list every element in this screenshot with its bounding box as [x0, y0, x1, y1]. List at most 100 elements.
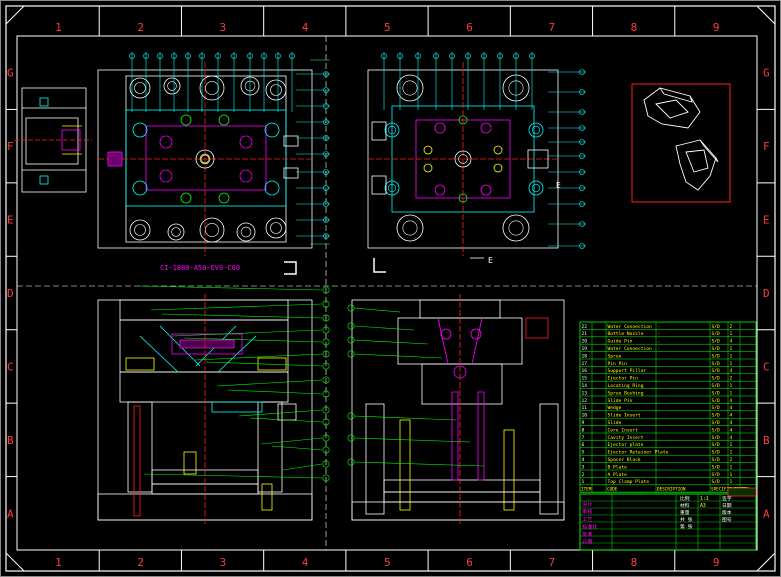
bom-cell: 19	[582, 346, 588, 352]
bom-cell: Wedge	[608, 405, 622, 411]
title-mid-row: 重量	[680, 509, 690, 516]
column-label-8-top: 8	[631, 21, 638, 34]
bom-cell: Locating Ring	[608, 383, 644, 389]
plan1-hole	[159, 135, 173, 149]
bom-cell: 1	[730, 464, 733, 470]
bom-cell: S/D	[712, 435, 721, 441]
bom-cell: S/D	[712, 361, 721, 367]
title-mid-row: 共 张	[680, 516, 693, 523]
plan2-hole	[396, 74, 424, 102]
plan1-hole	[239, 135, 253, 149]
column-label-1-bottom: 1	[55, 556, 62, 569]
plan1-hole	[218, 114, 230, 126]
bom-cell: S/D	[712, 413, 721, 419]
bom-cell: 1	[730, 346, 733, 352]
bom-cell: 4	[730, 427, 733, 433]
row-label-G-right: G	[763, 67, 770, 80]
bom-cell: Top Clamp Plate	[608, 479, 650, 485]
bom-cell: 4	[730, 398, 733, 404]
bom-cell: A Plate	[608, 472, 628, 478]
row-label-D-right: D	[763, 287, 770, 300]
column-label-9-bottom: 9	[713, 556, 720, 569]
plan1-hole	[239, 169, 253, 183]
bom-cell: Core Insert	[608, 427, 639, 433]
frame-corners	[5, 5, 776, 572]
plan1-hole	[199, 75, 225, 101]
bom-cell: Sprue	[608, 353, 622, 359]
column-label-3-bottom: 3	[220, 556, 227, 569]
row-label-B-left: B	[7, 434, 14, 447]
bom-cell: 1	[730, 479, 733, 485]
plan2-hole	[423, 163, 433, 173]
plan1-hole	[236, 222, 256, 242]
column-label-6-bottom: 6	[466, 556, 473, 569]
bom-cell: Sprue Bushing	[608, 390, 644, 396]
plan1-hole	[180, 192, 192, 204]
plan1-hole	[129, 219, 151, 241]
title-scale: 1:1	[700, 496, 709, 502]
bom-cell: 7	[582, 435, 585, 441]
bom-cell: 1	[730, 442, 733, 448]
bom-cell: 1	[730, 353, 733, 359]
plan2-hole	[493, 145, 503, 155]
column-label-2-top: 2	[137, 21, 144, 34]
plan2-hole	[396, 214, 424, 242]
bom-cell: 16	[582, 368, 588, 374]
bom-cell: -	[658, 340, 661, 345]
column-label-9-top: 9	[713, 21, 720, 34]
column-label-5-top: 5	[384, 21, 391, 34]
row-label-F-right: F	[763, 140, 770, 153]
bom-header-cell: ITEM	[581, 487, 592, 493]
row-label-B-right: B	[763, 434, 770, 447]
column-ticks	[98, 6, 676, 571]
plan2-hole	[434, 122, 446, 134]
bom-cell: -	[658, 332, 661, 337]
row-label-C-right: C	[763, 360, 770, 373]
outer-frame	[5, 5, 776, 572]
plan1-hole	[200, 154, 210, 164]
bom-cell: Ejector plate	[608, 442, 644, 448]
title-right-row: 图号	[722, 517, 732, 523]
plan2-hole	[458, 193, 468, 203]
bom-header-cell: DESCRIPTION	[657, 487, 686, 493]
bom-cell: 10	[582, 413, 588, 419]
plan1-hole	[265, 217, 287, 239]
bom-cell: 2	[582, 472, 585, 478]
bom-cell: 9	[582, 420, 585, 426]
bom-cell: 3	[582, 464, 585, 470]
title-left-row: 设计	[582, 500, 592, 508]
bom-cell: -	[658, 347, 661, 352]
bom-cell: S/D	[712, 398, 721, 404]
company-logo	[727, 487, 757, 497]
bom-cell: 12	[582, 398, 588, 404]
plan-view-fixed-half	[97, 52, 330, 256]
bom-cell: 2	[730, 324, 733, 330]
bom-cell: Slide Insert	[608, 413, 641, 419]
plan1-hole	[218, 192, 230, 204]
bom-cell: 1	[582, 479, 585, 485]
view-label-right: E	[556, 181, 561, 190]
bom-cell: 21	[582, 331, 588, 337]
plan1-hole	[163, 77, 181, 95]
plan2-hole	[528, 180, 544, 196]
inner-frame	[16, 35, 758, 551]
bom-cell: S/D	[712, 324, 721, 330]
plan2-hole	[384, 180, 400, 196]
bom-cell: Guide Pin	[608, 339, 633, 345]
bom-cell: S/D	[712, 405, 721, 411]
title-right-row: 签字	[722, 495, 732, 502]
plan2-hole	[423, 145, 433, 155]
